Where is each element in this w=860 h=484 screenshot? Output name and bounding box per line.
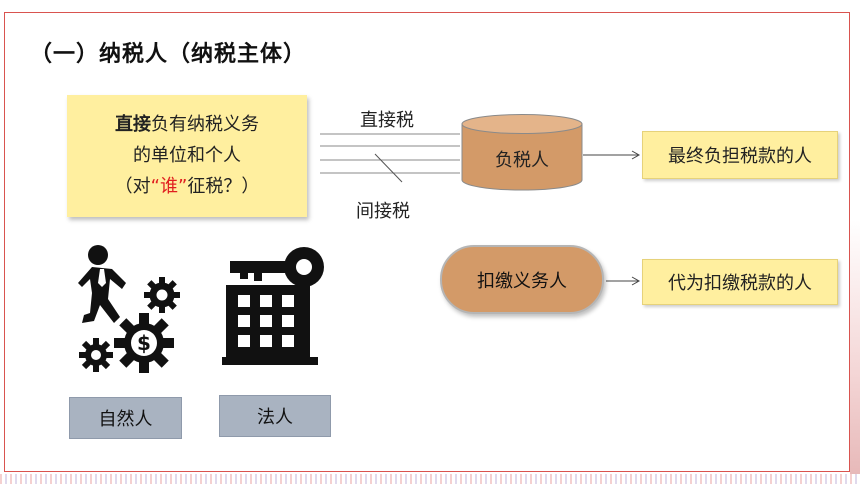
arrow-withholder-head [631,276,641,286]
legal-person-box: 法人 [219,395,331,437]
natural-person-box: 自然人 [69,397,182,439]
right-decoration [850,220,860,474]
final-bearer-box: 最终负担税款的人 [642,131,838,179]
taxpayer-label: 负税人 [495,150,549,171]
taxpayer-definition-box: 直接负有纳税义务 的单位和个人 （对“谁”征税？） [67,95,307,217]
runner-with-gears-icon: $ [78,245,180,373]
definition-line-1: 直接负有纳税义务 [67,109,307,140]
definition-line3-quote: “谁” [150,176,188,197]
definition-line-2: 的单位和个人 [133,145,241,166]
definition-line3-close: 征税？） [187,176,260,197]
withholding-result-label: 代为扣缴税款的人 [668,273,812,294]
withholding-agent-box: 扣缴义务人 [440,245,604,314]
final-bearer-label: 最终负担税款的人 [668,146,812,167]
definition-line-3: （对“谁”征税？） [67,171,307,202]
bottom-decoration [0,474,860,484]
definition-line1-rest: 负有纳税义务 [151,114,259,135]
direct-tax-label: 直接税 [360,110,414,131]
withholding-agent-label: 扣缴义务人 [477,270,567,292]
definition-bold-prefix: 直接 [115,114,151,135]
indirect-tax-slash [374,153,403,183]
slide-frame [4,12,850,472]
section-heading: （一）纳税人（纳税主体） [30,42,307,67]
legal-person-label: 法人 [257,407,293,428]
indirect-tax-label: 间接税 [356,201,410,222]
building-with-key-icon [222,247,324,365]
svg-text:$: $ [137,331,151,355]
withholding-result-box: 代为扣缴税款的人 [642,259,838,305]
natural-person-label: 自然人 [98,409,153,430]
arrow-taxpayer-head [631,150,641,160]
taxpayer-cylinder [461,114,583,191]
definition-line3-open: （对 [114,176,151,197]
